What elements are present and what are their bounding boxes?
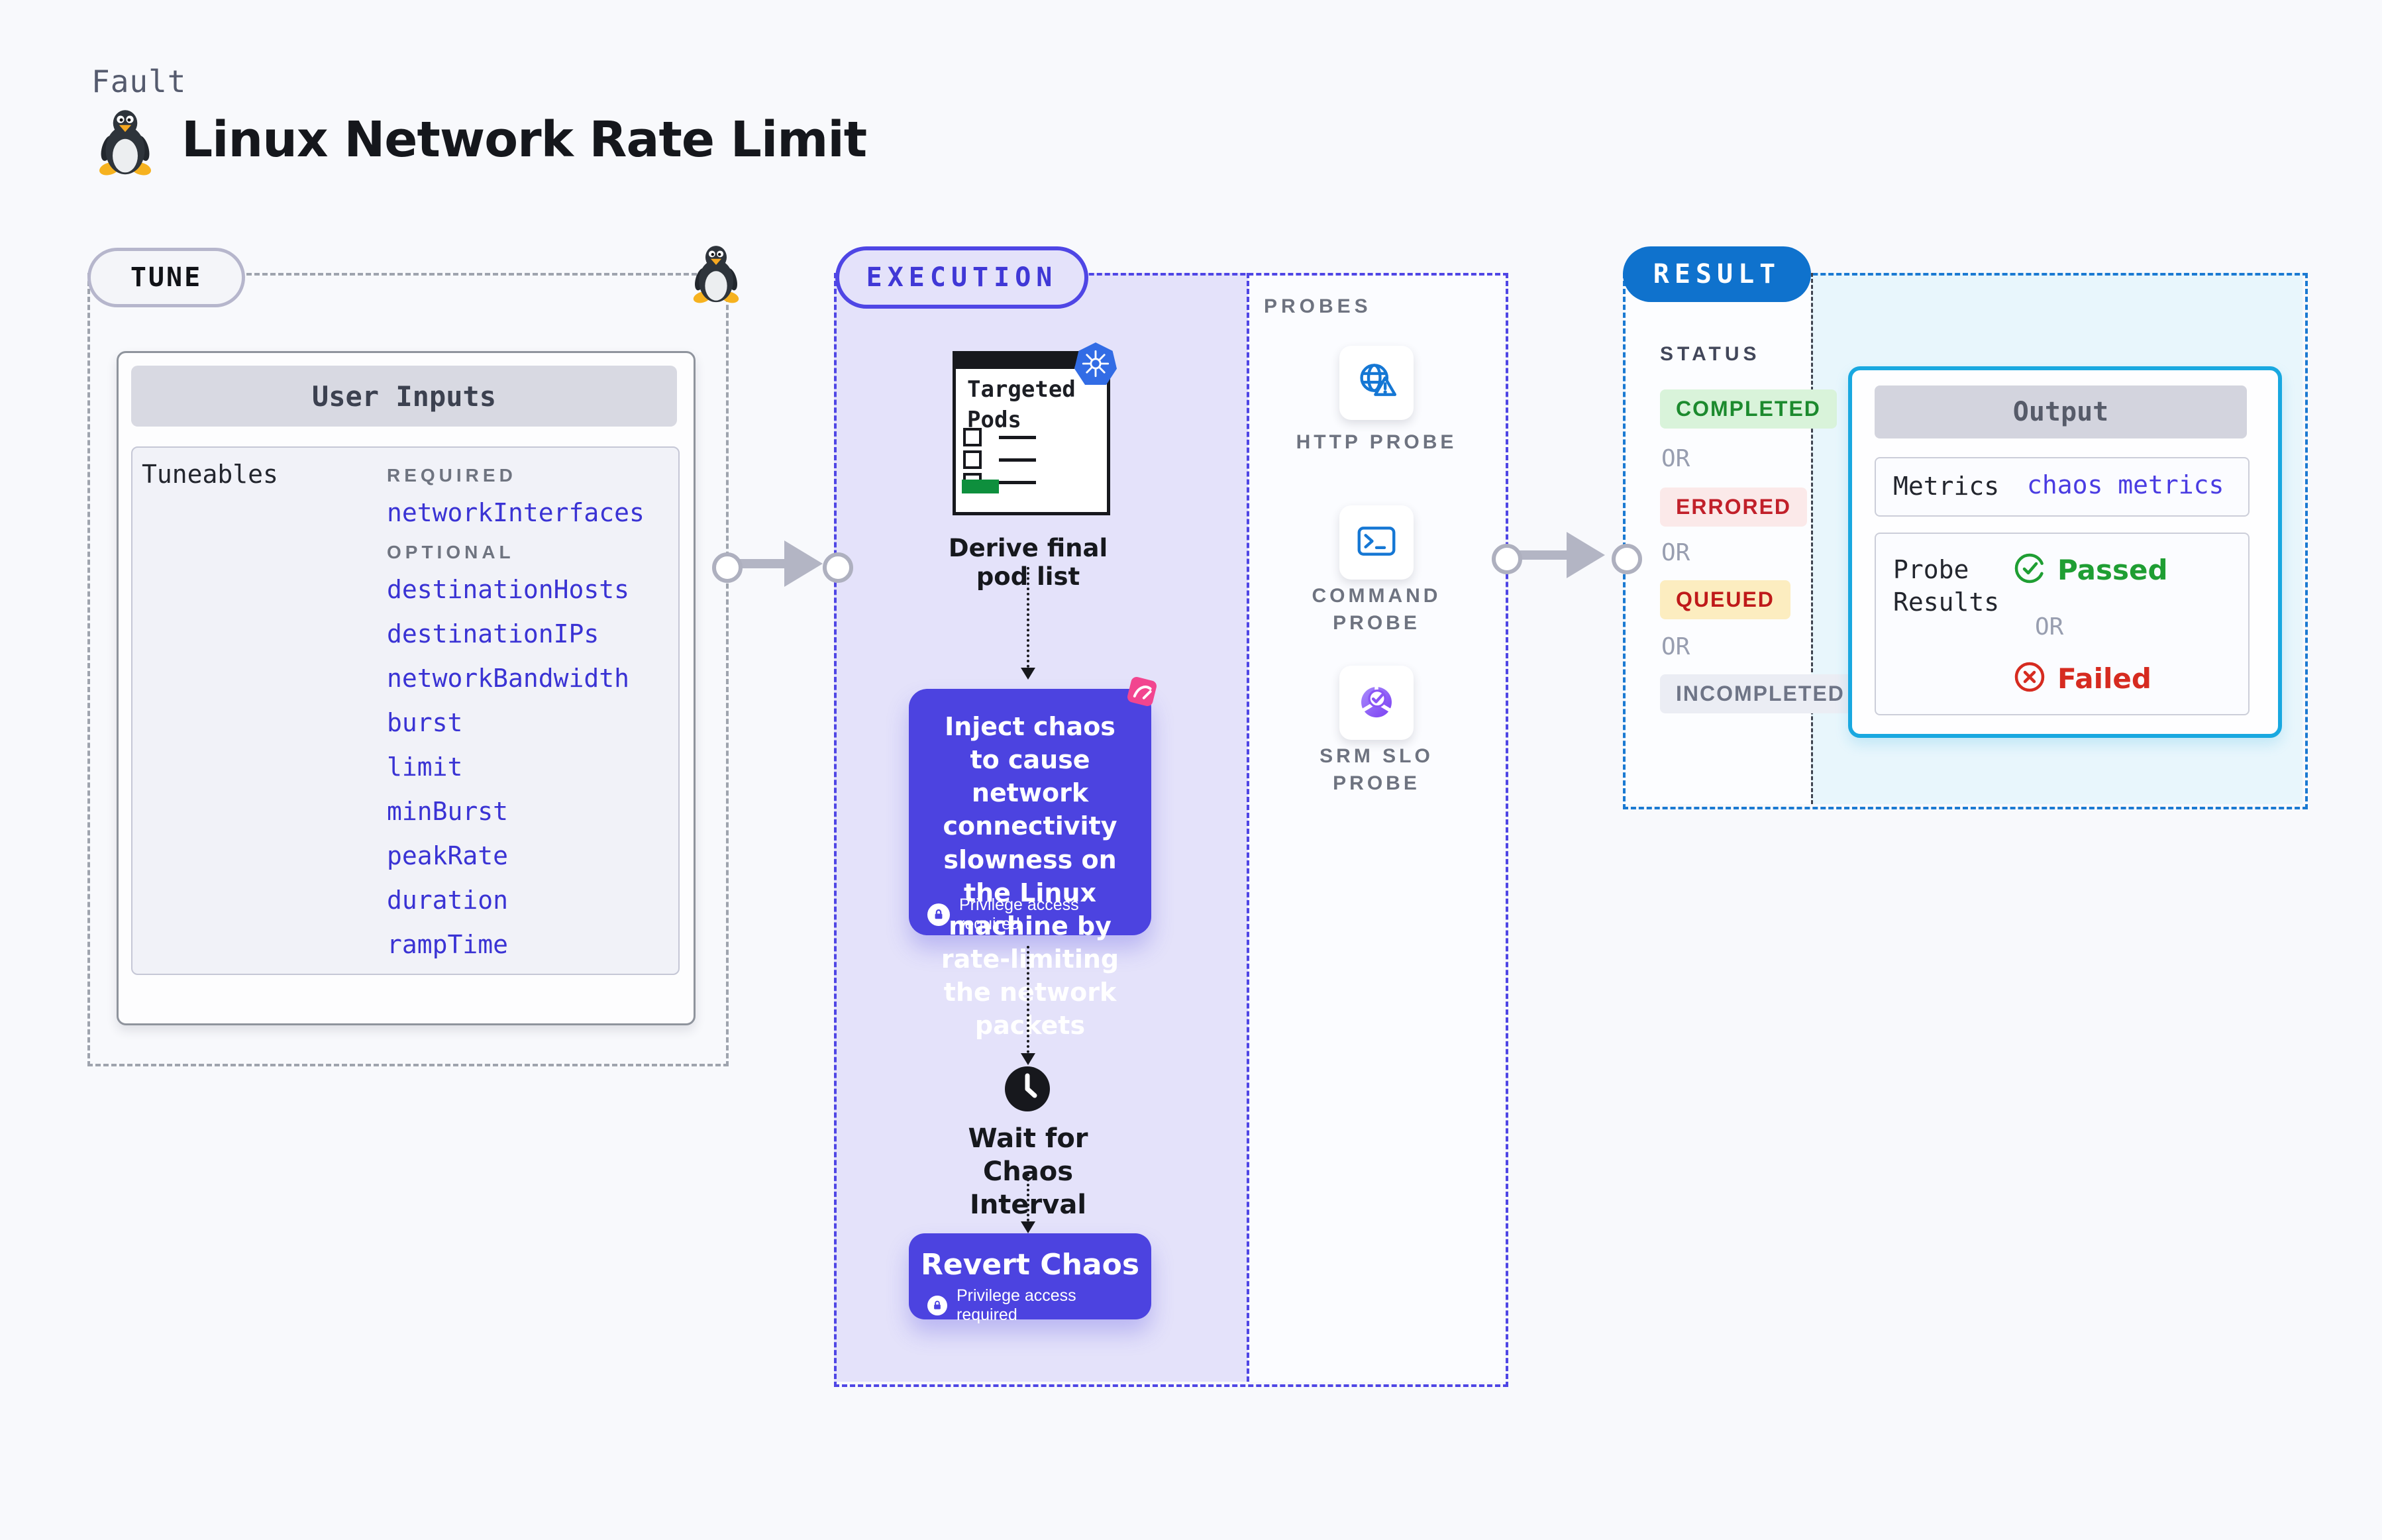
tuneable-link-peakRate[interactable]: peakRate bbox=[387, 841, 509, 870]
tuneable-link-burst[interactable]: burst bbox=[387, 708, 463, 737]
lock-icon bbox=[927, 903, 950, 926]
tuneable-link-duration[interactable]: duration bbox=[387, 886, 509, 915]
tuneable-link-minBurst[interactable]: minBurst bbox=[387, 797, 509, 826]
output-header: Output bbox=[1875, 385, 2247, 438]
privilege-note-text: Privilege access required bbox=[957, 1286, 1076, 1324]
http-probe-card bbox=[1339, 346, 1414, 420]
targeted-pods-titlebar bbox=[956, 354, 1100, 369]
revert-chaos-box bbox=[909, 1233, 1151, 1319]
terminal-icon bbox=[1353, 518, 1400, 568]
flow-dotted-line bbox=[1027, 1174, 1029, 1221]
list-line bbox=[999, 435, 1036, 439]
probes-divider bbox=[1247, 273, 1249, 1382]
status-badge-errored: ERRORED bbox=[1660, 488, 1808, 527]
execution-section-pill: EXECUTION bbox=[835, 246, 1088, 309]
tuneables-panel bbox=[131, 446, 680, 975]
failed-label: Failed bbox=[2057, 662, 2151, 695]
page-title: Linux Network Rate Limit bbox=[181, 111, 867, 168]
connector-dot bbox=[1612, 544, 1642, 574]
probes-section-label: PROBES bbox=[1264, 295, 1372, 317]
connector-dot bbox=[1492, 544, 1522, 574]
list-line bbox=[999, 458, 1036, 462]
tune-section-pill: TUNE bbox=[87, 248, 245, 307]
linux-tux-icon bbox=[97, 107, 154, 176]
slo-pie-check-icon bbox=[1353, 678, 1400, 728]
or-label: OR bbox=[2035, 613, 2064, 641]
status-badge-completed: COMPLETED bbox=[1660, 389, 1837, 429]
passed-check-icon bbox=[2014, 552, 2045, 584]
tuneable-link-networkInterfaces[interactable]: networkInterfaces bbox=[387, 498, 645, 527]
targeted-pods-title: Targeted Pods bbox=[967, 376, 1076, 433]
metrics-value-link[interactable]: chaos metrics bbox=[2027, 470, 2224, 499]
privilege-note: Privilege access required bbox=[927, 896, 1133, 934]
tuneable-link-rampTime[interactable]: rampTime bbox=[387, 930, 509, 959]
chaos-spark-icon bbox=[1123, 673, 1161, 710]
status-badge-queued: QUEUED bbox=[1660, 580, 1790, 619]
linux-tux-icon-small bbox=[692, 242, 741, 305]
lock-icon bbox=[927, 1296, 947, 1315]
failed-cross-icon bbox=[2014, 661, 2045, 693]
flow-arrowhead bbox=[1021, 1053, 1035, 1065]
or-label: OR bbox=[1661, 633, 1690, 660]
result-divider bbox=[1811, 273, 1813, 804]
inject-chaos-box bbox=[909, 689, 1151, 935]
http-probe-label: HTTP PROBE bbox=[1296, 431, 1457, 453]
srm-slo-probe-card bbox=[1339, 666, 1414, 740]
tuneable-link-destinationHosts[interactable]: destinationHosts bbox=[387, 575, 630, 604]
status-badge-incompleted: INCOMPLETED bbox=[1660, 674, 1861, 713]
flow-arrowhead bbox=[1021, 668, 1035, 680]
result-status-fill bbox=[1623, 273, 1811, 804]
pod-list-row bbox=[963, 428, 1036, 446]
flow-arrowhead bbox=[1021, 1221, 1035, 1233]
tune-section-box bbox=[87, 273, 729, 1066]
tuneable-link-networkBandwidth[interactable]: networkBandwidth bbox=[387, 664, 630, 693]
required-label: REQUIRED bbox=[387, 465, 517, 486]
privilege-note: Privilege access required bbox=[927, 1286, 1133, 1325]
status-label: STATUS bbox=[1660, 343, 1761, 365]
optional-label: OPTIONAL bbox=[387, 542, 515, 562]
list-line bbox=[999, 480, 1036, 484]
pod-progress-bar bbox=[962, 480, 999, 493]
result-section-box bbox=[1623, 273, 2308, 809]
tune-to-execution-arrow bbox=[732, 559, 793, 568]
execution-to-result-arrow bbox=[1512, 550, 1575, 560]
fault-kind-label: Fault bbox=[91, 64, 187, 99]
tuneable-link-destinationIPs[interactable]: destinationIPs bbox=[387, 619, 599, 648]
metrics-row bbox=[1875, 457, 2250, 517]
connector-dot bbox=[712, 552, 743, 583]
revert-chaos-label: Revert Chaos bbox=[920, 1248, 1140, 1282]
metrics-label: Metrics bbox=[1893, 472, 2000, 501]
connector-dot bbox=[823, 552, 853, 583]
clock-icon bbox=[1004, 1065, 1051, 1113]
result-section-pill: RESULT bbox=[1623, 246, 1811, 302]
command-probe-card bbox=[1339, 505, 1414, 580]
passed-label: Passed bbox=[2057, 554, 2168, 586]
probe-results-row bbox=[1875, 533, 2250, 715]
flow-dotted-line bbox=[1027, 946, 1029, 1053]
checkbox-icon bbox=[963, 450, 982, 469]
checkbox-icon bbox=[963, 428, 982, 446]
probes-fill bbox=[1248, 273, 1503, 1382]
inject-chaos-description: Inject chaos to cause network connectivi… bbox=[941, 712, 1119, 1041]
or-label: OR bbox=[1661, 445, 1690, 472]
user-inputs-header: User Inputs bbox=[131, 366, 677, 427]
or-label: OR bbox=[1661, 539, 1690, 566]
flow-dotted-line bbox=[1027, 567, 1029, 668]
globe-alert-icon bbox=[1353, 358, 1400, 408]
tuneable-link-limit[interactable]: limit bbox=[387, 752, 463, 782]
privilege-note-text: Privilege access required bbox=[959, 896, 1079, 933]
pod-list-row bbox=[963, 450, 1036, 469]
srm-slo-probe-label: SRM SLO PROBE bbox=[1320, 745, 1433, 794]
tuneables-label: Tuneables bbox=[142, 460, 278, 489]
command-probe-label: COMMAND PROBE bbox=[1312, 585, 1441, 634]
tune-to-execution-arrowhead bbox=[784, 540, 823, 587]
execution-section-box bbox=[834, 273, 1508, 1387]
probe-results-label: Probe Results bbox=[1893, 555, 2000, 617]
execution-to-result-arrowhead bbox=[1567, 532, 1605, 578]
